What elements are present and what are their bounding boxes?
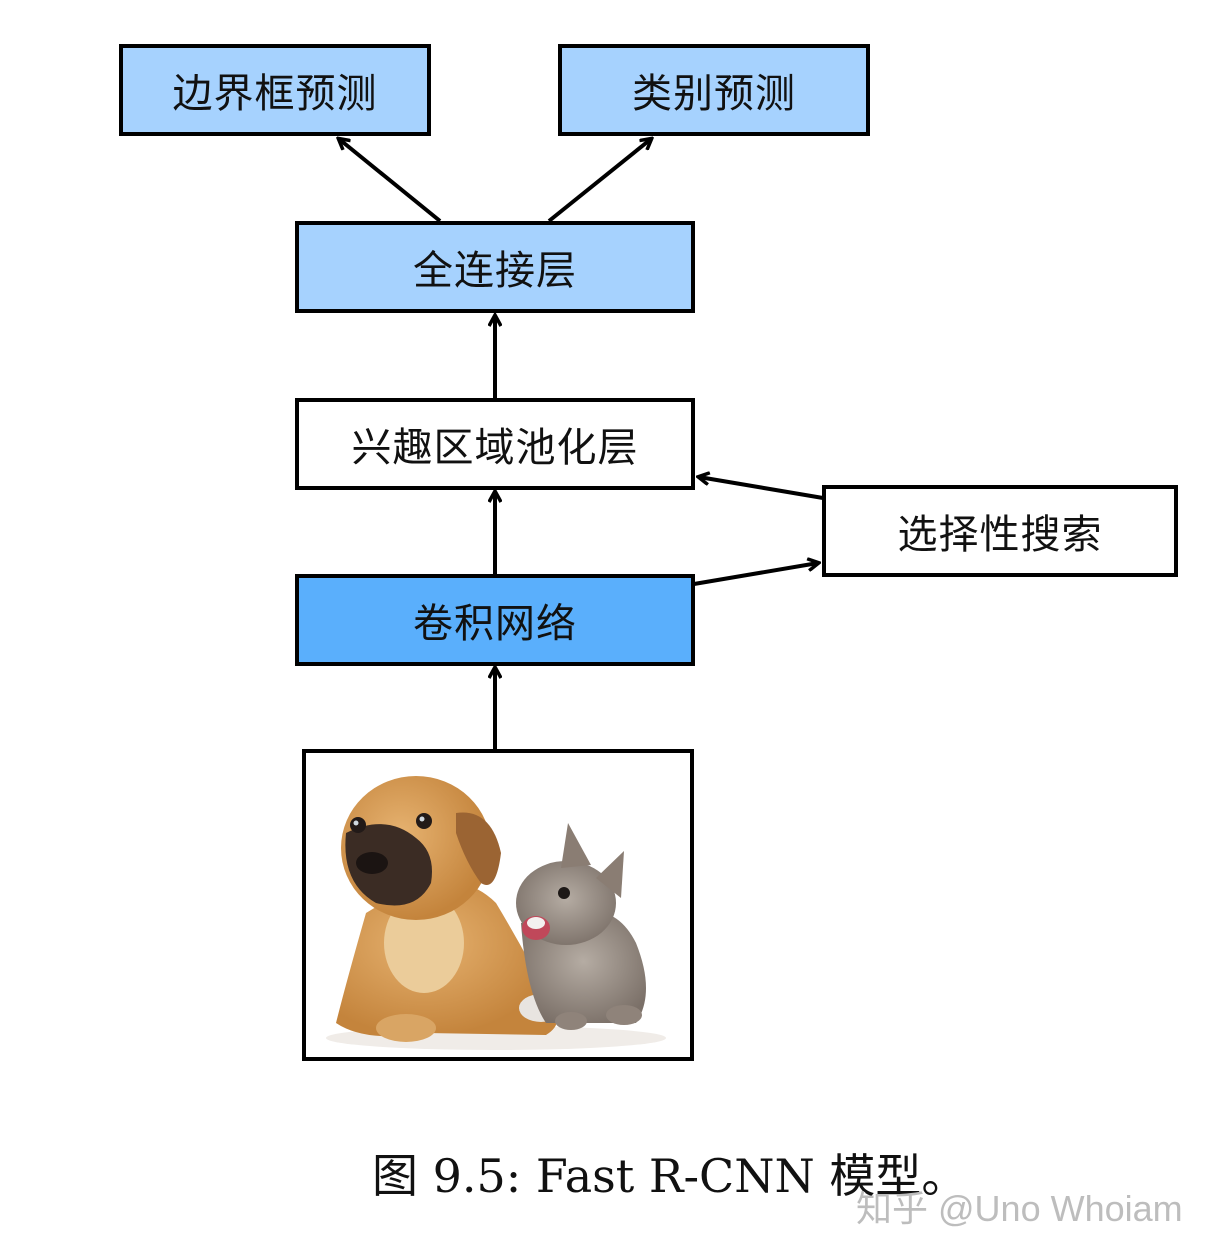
figure-caption: 图 9.5: Fast R-CNN 模型。: [372, 1149, 968, 1203]
arrow-fc-to-bbox: [339, 139, 442, 223]
node-label: 卷积网络: [413, 601, 577, 647]
input-image: [302, 749, 694, 1061]
arrow-cnn-to-selective-search: [693, 563, 818, 586]
node-label: 全连接层: [413, 248, 577, 294]
node-class-prediction: 类别预测: [558, 44, 870, 136]
node-label: 选择性搜索: [897, 512, 1103, 558]
arrow-selective-search-to-roi: [699, 477, 824, 500]
arrow-fc-to-class: [547, 139, 651, 223]
node-roi-pooling-layer: 兴趣区域池化层: [295, 398, 695, 490]
node-fully-connected-layer: 全连接层: [295, 221, 695, 313]
node-selective-search: 选择性搜索: [822, 485, 1178, 577]
node-bbox-prediction: 边界框预测: [119, 44, 431, 136]
node-label: 类别预测: [632, 71, 796, 117]
node-label: 兴趣区域池化层: [351, 425, 639, 471]
puppy-kitten-illustration: [326, 776, 666, 1050]
watermark: 知乎 @Uno Whoiam: [856, 1188, 1183, 1229]
node-label: 边界框预测: [172, 71, 378, 117]
node-cnn: 卷积网络: [295, 574, 695, 666]
